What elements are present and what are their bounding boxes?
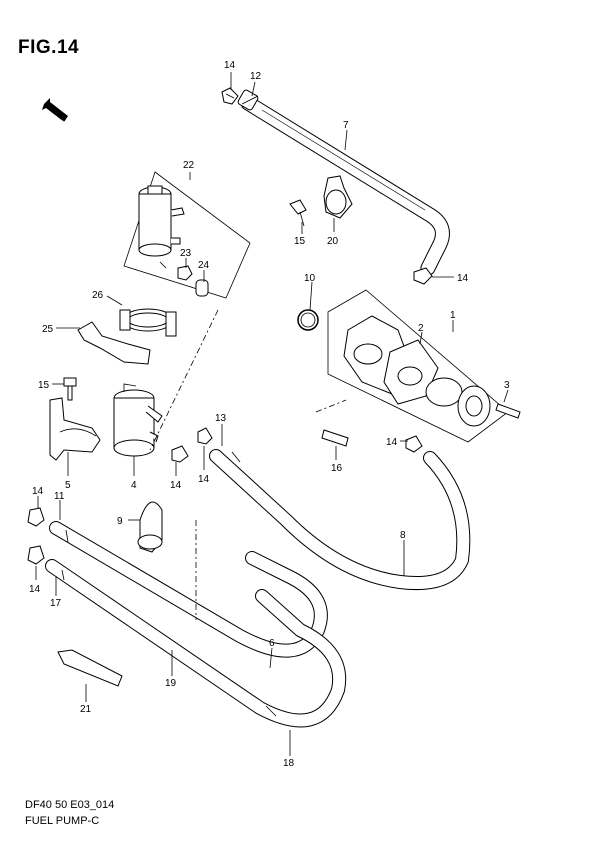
clamp-14-hose7-end: [413, 267, 433, 285]
leader-dashed-22: [149, 309, 219, 451]
clamp-20: [323, 175, 353, 219]
callout-22: 22: [183, 160, 195, 171]
callout-7: 7: [343, 120, 349, 131]
callout-11: 11: [54, 491, 65, 502]
callout-25: 25: [42, 324, 54, 335]
callout-13: 13: [215, 413, 227, 424]
callout-15-left: 15: [38, 380, 50, 391]
bolt-15-left: [63, 377, 77, 401]
callout-15-right: 15: [294, 236, 306, 247]
callout-14-top: 14: [224, 60, 236, 71]
callout-26: 26: [92, 290, 104, 301]
bracket-5: [49, 397, 101, 461]
callout-4: 4: [131, 480, 137, 491]
bolt-16: [321, 429, 349, 447]
callout-21: 21: [80, 704, 92, 715]
footer-code: DF40 50 E03_014: [25, 799, 115, 811]
leader-dashed-16: [315, 399, 347, 413]
callout-8: 8: [400, 530, 406, 541]
callout-9: 9: [117, 516, 123, 527]
clamp-14-filter: [171, 445, 189, 463]
hose-8: [209, 449, 471, 590]
o-ring-10: [297, 309, 319, 331]
callout-10: 10: [304, 273, 316, 284]
clamp-14-pump: [405, 435, 423, 453]
callout-24: 24: [198, 260, 210, 271]
callout-3: 3: [504, 380, 510, 391]
callout-2: 2: [418, 323, 424, 334]
clamp-14-top: [221, 87, 239, 105]
clamp-14-11: [27, 507, 45, 527]
callout-14-filter: 14: [170, 480, 182, 491]
strap-21: [57, 649, 123, 687]
hose-18: [45, 559, 347, 728]
callout-23: 23: [180, 248, 192, 259]
callout-14-hose13: 14: [198, 474, 210, 485]
callout-6: 6: [269, 638, 275, 649]
callout-18: 18: [283, 758, 295, 769]
callout-14-hose7: 14: [457, 273, 469, 284]
clamp-14-17: [27, 545, 45, 565]
clamp-14-hose13: [197, 427, 213, 445]
clip-9: [137, 501, 163, 553]
fuel-pump-box-1: [327, 289, 521, 443]
clamp-26: [119, 308, 177, 337]
fuel-filter-4: [113, 383, 163, 457]
clip-12: [237, 89, 259, 111]
hose-6: [49, 521, 328, 658]
figure-title: FIG.14: [18, 37, 80, 58]
fwd-arrow-icon: FWD: [42, 98, 68, 128]
callout-14-17: 14: [29, 584, 41, 595]
callout-17: 17: [50, 598, 62, 609]
leader-lines: [35, 72, 509, 756]
callout-12: 12: [250, 71, 262, 82]
callout-1: 1: [450, 310, 456, 321]
footer-name: FUEL PUMP-C: [25, 815, 100, 827]
hose-7: [240, 95, 450, 276]
callout-19: 19: [165, 678, 177, 689]
bracket-25: [77, 321, 151, 365]
callout-5: 5: [65, 480, 71, 491]
callout-14-11: 14: [32, 486, 44, 497]
callout-20: 20: [327, 236, 339, 247]
bolt-15-right: [289, 199, 307, 227]
callout-16: 16: [331, 463, 343, 474]
kit-box-22: [123, 171, 251, 299]
callout-14-pump: 14: [386, 437, 398, 448]
